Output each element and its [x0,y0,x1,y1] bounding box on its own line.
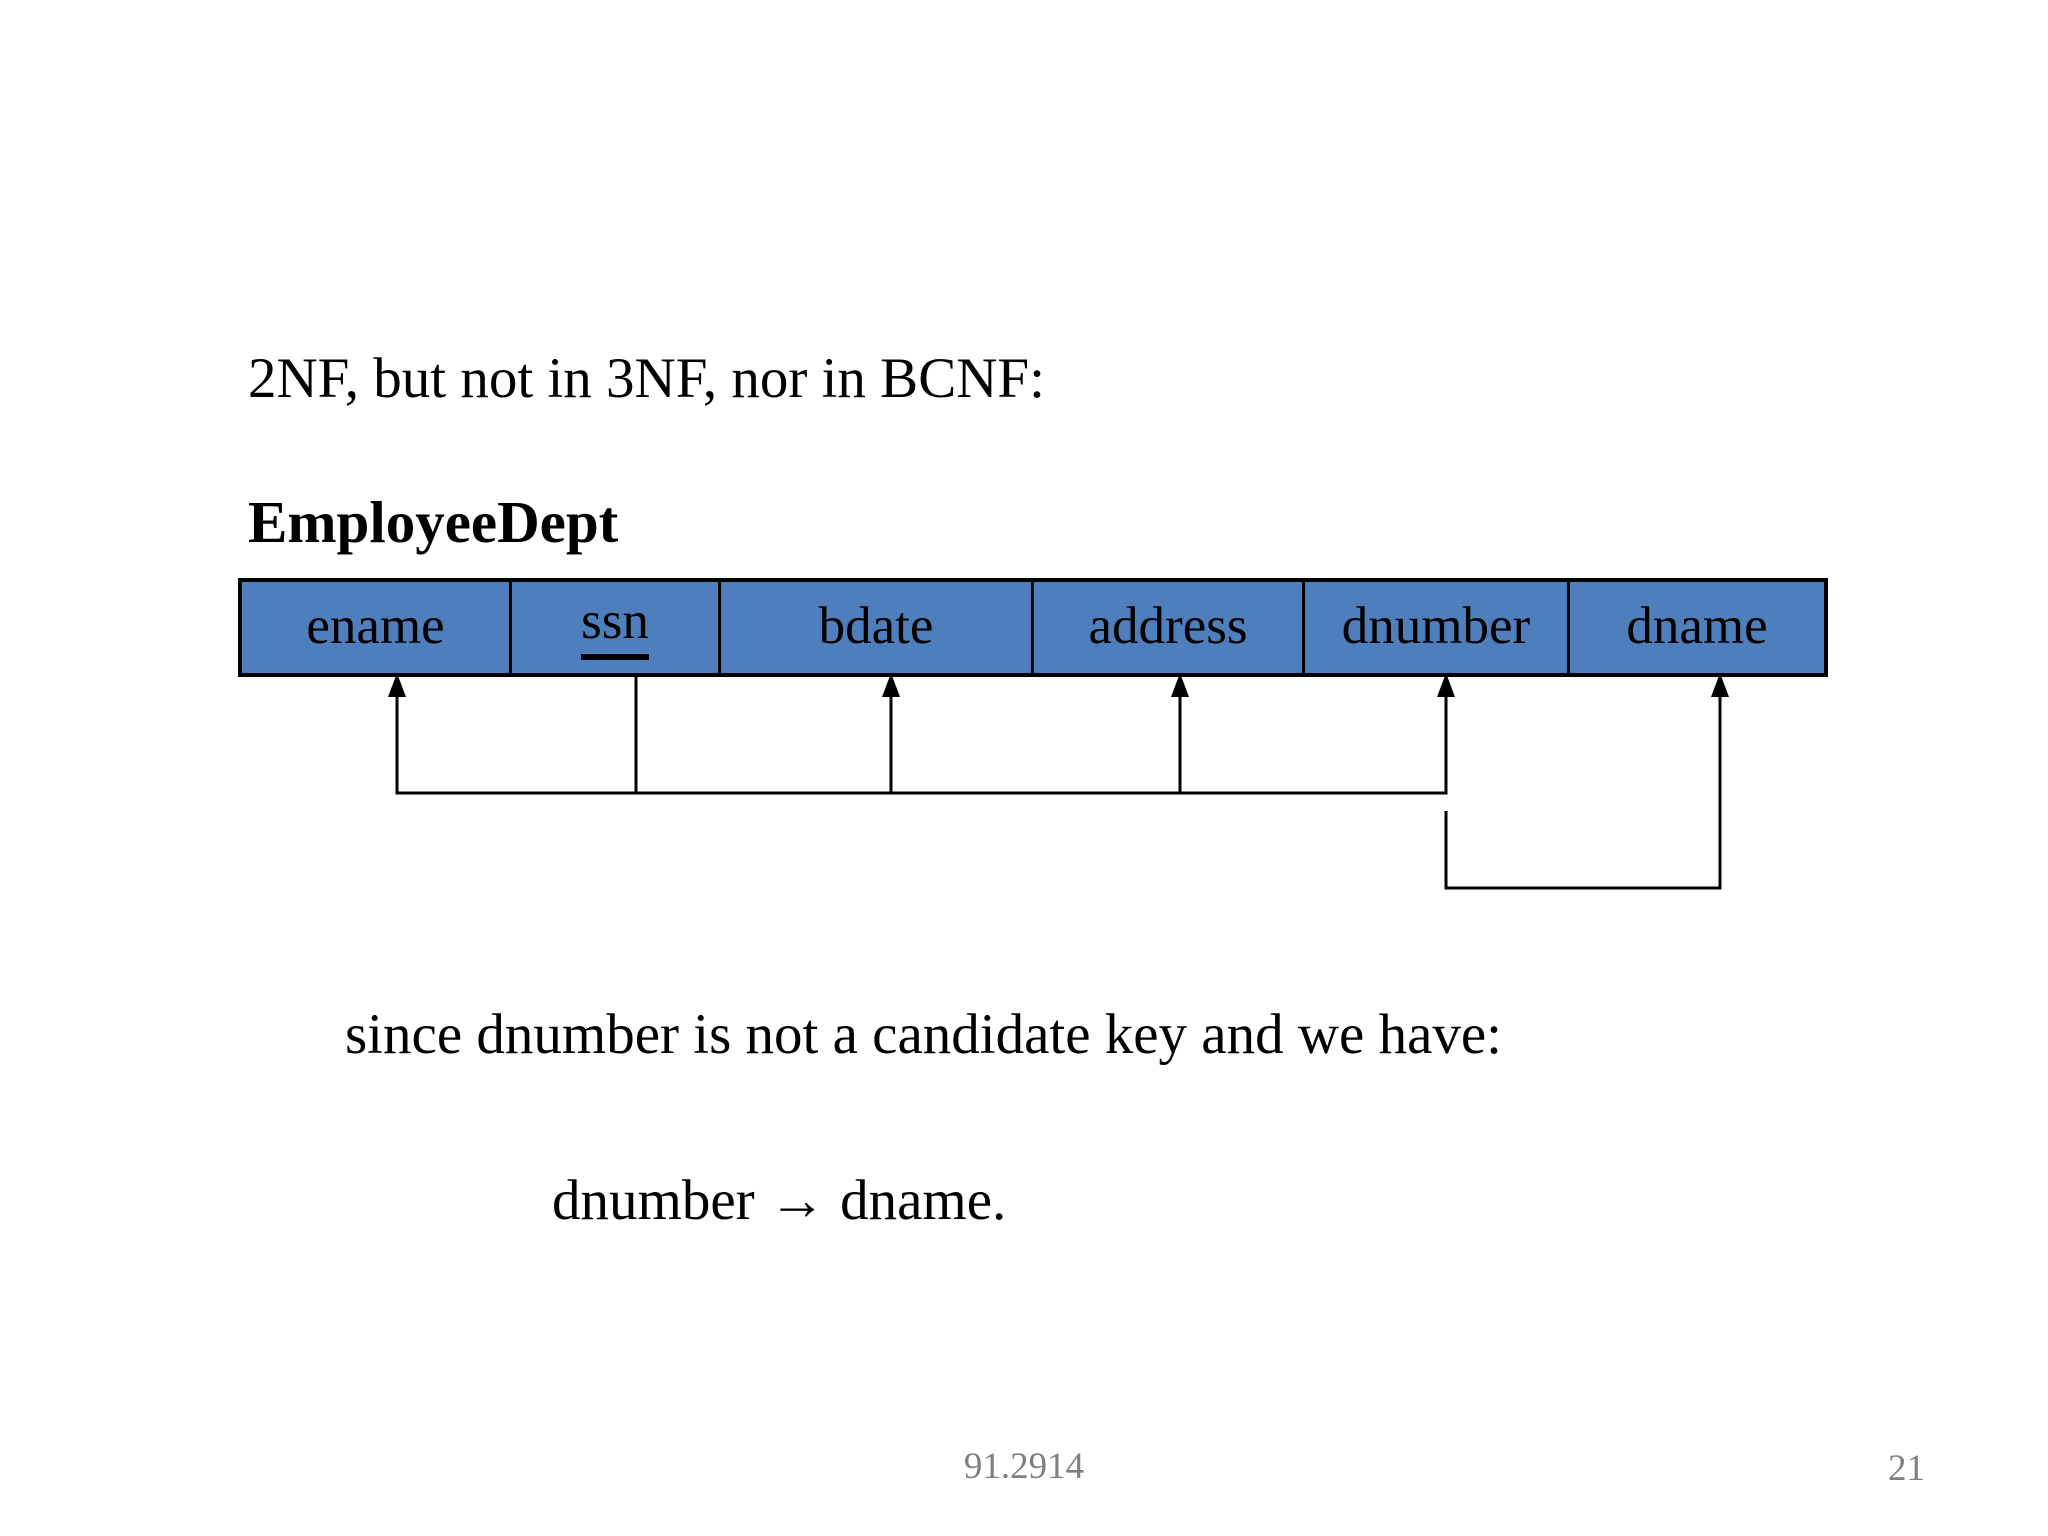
footer-course-number: 91.2914 [963,1446,1085,1487]
table-cell-address: address [1034,582,1305,673]
employee-dept-table: ename ssn bdate address dnumber dname [238,578,1828,677]
page-number: 21 [1888,1448,1925,1489]
table-cell-dnumber: dnumber [1305,582,1570,673]
table-cell-ssn: ssn [512,582,721,673]
slide-title: 2NF, but not in 3NF, nor in BCNF: [248,347,1045,410]
note-line-2: dnumber → dname. [552,1169,1007,1232]
table-cell-bdate: bdate [721,582,1034,673]
table-cell-ename: ename [242,582,512,673]
column-label-ssn: ssn [581,595,649,660]
table-cell-dname: dname [1570,582,1824,673]
column-label-address: address [1088,597,1248,655]
column-label-ename: ename [306,597,445,655]
note-line-1: since dnumber is not a candidate key and… [345,1003,1503,1066]
column-label-dnumber: dnumber [1341,597,1531,655]
relation-name: EmployeeDept [248,489,619,555]
column-label-dname: dname [1626,597,1768,655]
column-label-bdate: bdate [818,597,934,655]
